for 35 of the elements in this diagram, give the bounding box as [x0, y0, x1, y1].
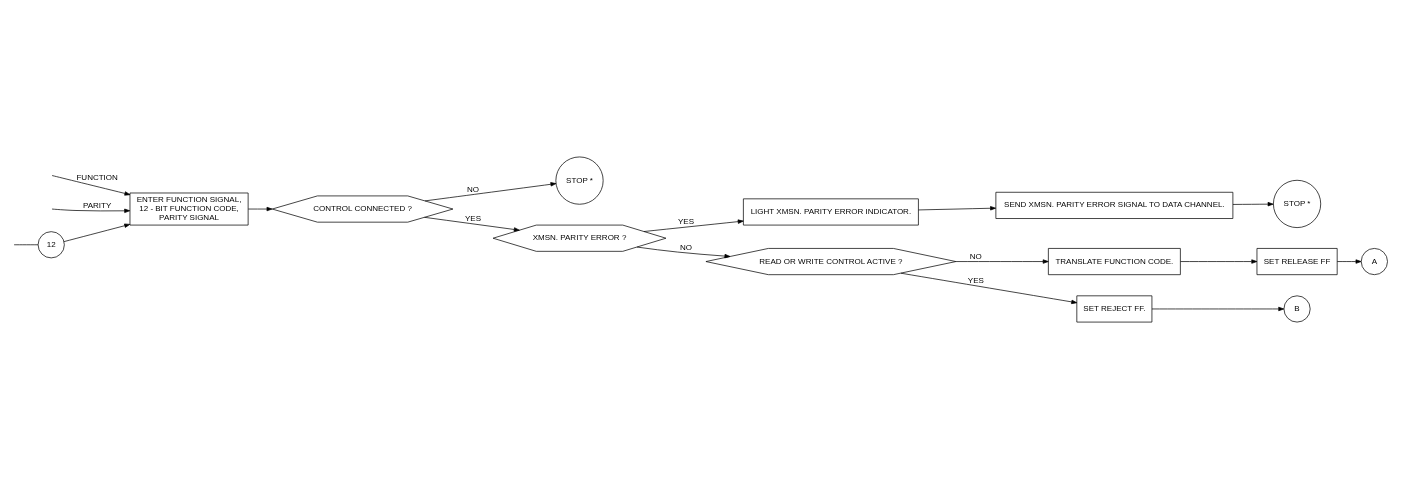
node-box: SET RELEASE FF [1256, 248, 1338, 276]
arrow [51, 208, 131, 213]
edge-label: PARITY [82, 201, 112, 211]
arrow [918, 206, 996, 211]
arrow [636, 246, 731, 259]
arrow [900, 272, 1078, 305]
node-circle: STOP * [555, 156, 604, 205]
edge-label: FUNCTION [76, 172, 118, 182]
node-circle: 12 [37, 231, 65, 259]
arrow [1336, 259, 1362, 264]
node-box: TRANSLATE FUNCTION CODE. [1048, 248, 1181, 276]
edge-label: NO [969, 252, 982, 262]
arrow [63, 223, 131, 242]
edge-label: YES [677, 217, 695, 227]
node-circle: STOP * [1273, 179, 1322, 228]
arrow [247, 206, 273, 212]
arrow [1180, 259, 1258, 264]
arrow [424, 216, 520, 232]
node-box: ENTER FUNCTION SIGNAL, 12 - BIT FUNCTION CODE, PARITY SIGNAL [129, 192, 249, 226]
edge-label: YES [967, 275, 984, 285]
edge-label: NO [467, 185, 480, 195]
arrow [643, 219, 744, 232]
node-box: SET REJECT FF. [1076, 295, 1153, 323]
node-box: LIGHT XMSN. PARITY ERROR INDICATOR. [743, 198, 919, 226]
arrow [1151, 306, 1285, 312]
node-box: SEND XMSN. PARITY ERROR SIGNAL TO DATA CHANNEL. [995, 191, 1234, 219]
node-circle: B [1283, 295, 1311, 323]
arrow [1232, 202, 1274, 207]
node-circle: A [1360, 248, 1388, 276]
edge-label: YES [465, 214, 482, 224]
edge-label: NO [679, 242, 693, 252]
arrow [955, 259, 1049, 264]
arrow [424, 182, 557, 202]
arrow [51, 175, 131, 196]
connector [13, 244, 39, 246]
